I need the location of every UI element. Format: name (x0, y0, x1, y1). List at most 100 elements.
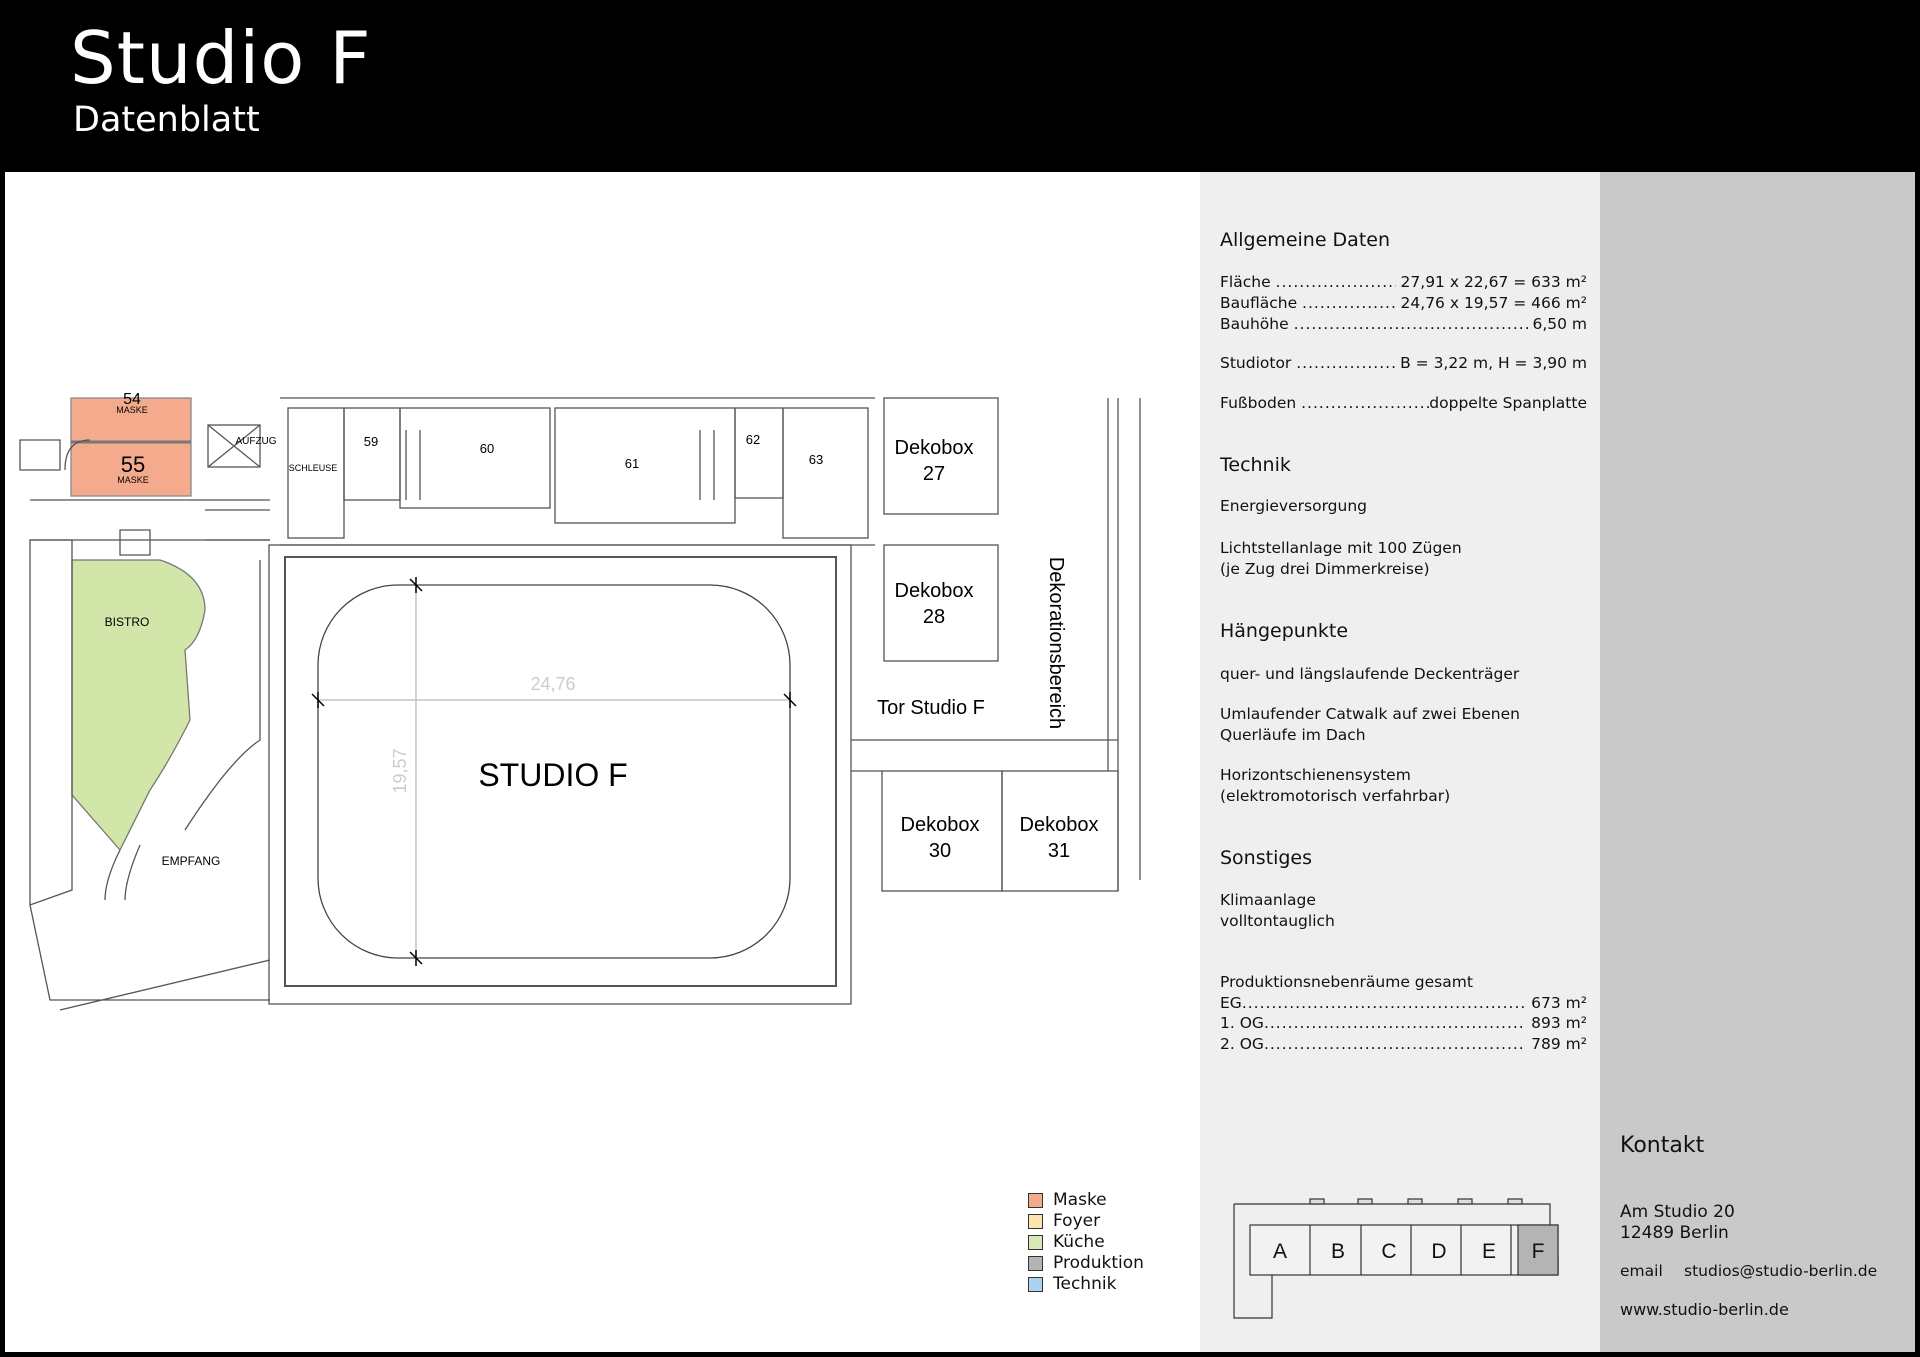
room-54-number: 54 (123, 391, 141, 408)
studio-label: STUDIO F (478, 757, 627, 793)
room-55-number: 55 (121, 452, 145, 477)
legend-label: Küche (1053, 1232, 1105, 1252)
row-label: 2. OG (1220, 1035, 1264, 1053)
row-label: Baufläche (1220, 294, 1298, 312)
dekobox-27-label: Dekobox (895, 437, 974, 459)
room-empfang: EMPFANG (162, 854, 221, 868)
contact-city: 12489 Berlin (1620, 1223, 1729, 1243)
row-label: Fläche (1220, 273, 1271, 291)
legend-label: Technik (1053, 1274, 1117, 1294)
legend-item-foyer: Foyer (1028, 1211, 1100, 1231)
studio-inner-wall (284, 556, 837, 987)
sonstiges-line: volltontauglich (1220, 912, 1335, 930)
row-flaeche: Fläche 27,91 x 22,67 = 633 m² (1220, 273, 1587, 291)
room-bistro: BISTRO (105, 615, 150, 629)
row-value: B = 3,22 m, H = 3,90 m (1400, 354, 1587, 372)
dekobox-28-number: 28 (923, 606, 945, 628)
heading-allgemein: Allgemeine Daten (1220, 229, 1391, 251)
dekobox-31-number: 31 (1048, 840, 1070, 862)
row-value: 673 m² (1531, 994, 1587, 1012)
studio-e: E (1482, 1240, 1496, 1263)
row-value: 6,50 m (1532, 315, 1587, 333)
technik-line: Energieversorgung (1220, 497, 1368, 515)
dekobox-31-label: Dekobox (1020, 814, 1099, 836)
room-61: 61 (625, 456, 639, 471)
studio-a: A (1273, 1240, 1287, 1263)
contact-email-link[interactable]: studios@studio-berlin.de (1684, 1262, 1878, 1280)
row-label: 1. OG (1220, 1014, 1264, 1032)
haengepunkte-line: (elektromotorisch verfahrbar) (1220, 787, 1451, 805)
cyclorama (317, 584, 791, 959)
row-value: 893 m² (1531, 1014, 1587, 1032)
legend-item-kueche: Küche (1028, 1232, 1105, 1252)
legend-swatch (1028, 1255, 1043, 1271)
dekobox-30-label: Dekobox (901, 814, 980, 836)
row-value: 789 m² (1531, 1035, 1587, 1053)
legend-swatch (1028, 1234, 1043, 1250)
legend-label: Produktion (1053, 1253, 1144, 1273)
studio-b: B (1331, 1240, 1345, 1263)
row-2og: 2. OG 789 m² (1220, 1035, 1587, 1053)
info-panel (1200, 172, 1600, 1352)
room-62: 62 (746, 432, 760, 447)
technik-line: Lichtstellanlage mit 100 Zügen (1220, 539, 1462, 557)
room-54-label: MASKE (116, 405, 148, 415)
technik-line: (je Zug drei Dimmerkreise) (1220, 560, 1430, 578)
studio-c: C (1381, 1240, 1396, 1263)
row-label: Fußboden (1220, 394, 1297, 412)
heading-sonstiges: Sonstiges (1220, 847, 1313, 869)
contact-web-link[interactable]: www.studio-berlin.de (1620, 1300, 1789, 1319)
haengepunkte-line: Umlaufender Catwalk auf zwei Ebenen (1220, 705, 1520, 723)
row-label: EG (1220, 994, 1242, 1012)
studio-site-map: A B C D E F (1233, 1198, 1559, 1319)
legend-swatch (1028, 1192, 1043, 1208)
dimension-width: 24,76 (530, 674, 575, 694)
row-label: Studiotor (1220, 354, 1292, 372)
dimension-depth: 19,57 (390, 748, 410, 793)
contact-heading: Kontakt (1620, 1133, 1705, 1158)
dekorationsbereich: Dekorationsbereich (1045, 557, 1067, 729)
dekobox-28-label: Dekobox (895, 580, 974, 602)
row-value: 27,91 x 22,67 = 633 m² (1400, 273, 1587, 291)
haengepunkte-line: quer- und längslaufende Deckenträger (1220, 665, 1520, 683)
legend-item-maske: Maske (1028, 1190, 1107, 1210)
studio-d: D (1431, 1240, 1446, 1263)
room-aufzug: AUFZUG (235, 436, 276, 447)
room-bistro (71, 559, 206, 852)
page-subtitle: Datenblatt (73, 100, 260, 140)
row-bauhoehe: Bauhöhe 6,50 m (1220, 315, 1587, 333)
row-value: 24,76 x 19,57 = 466 m² (1400, 294, 1587, 312)
room-59: 59 (364, 434, 378, 449)
contact-panel (1600, 172, 1915, 1352)
legend-item-technik: Technik (1028, 1274, 1116, 1294)
sonstiges-line: Klimaanlage (1220, 891, 1316, 909)
row-eg: EG 673 m² (1220, 994, 1587, 1012)
legend-label: Foyer (1053, 1211, 1101, 1231)
row-bauflaeche: Baufläche 24,76 x 19,57 = 466 m² (1220, 294, 1587, 312)
contact-street: Am Studio 20 (1620, 1202, 1735, 1222)
floor-plan-area (5, 172, 1200, 1352)
legend-swatch (1028, 1213, 1043, 1229)
studio-f-active: F (1532, 1240, 1545, 1263)
heading-technik: Technik (1220, 454, 1291, 476)
haengepunkte-line: Horizontschienensystem (1220, 766, 1411, 784)
haengepunkte-line: Querläufe im Dach (1220, 726, 1366, 744)
room-maske (70, 397, 192, 497)
room-60: 60 (480, 441, 494, 456)
row-value: doppelte Spanplatte (1429, 394, 1587, 412)
row-label: Bauhöhe (1220, 315, 1289, 333)
heading-haengepunkte: Hängepunkte (1220, 620, 1349, 642)
legend-swatch (1028, 1276, 1043, 1292)
tor-studio-f: Tor Studio F (877, 697, 985, 719)
room-55-label: MASKE (117, 475, 149, 485)
legend-label: Maske (1053, 1190, 1107, 1210)
room-schleuse: SCHLEUSE (289, 463, 338, 473)
row-fussboden: Fußboden doppelte Spanplatte (1220, 394, 1587, 412)
page-title: Studio F (70, 16, 372, 100)
dekobox-30-number: 30 (929, 840, 951, 862)
dekobox-27-number: 27 (923, 463, 945, 485)
room-63: 63 (809, 452, 823, 467)
row-1og: 1. OG 893 m² (1220, 1014, 1587, 1032)
contact-email-label: email (1620, 1262, 1663, 1280)
header: Studio F Datenblatt (0, 0, 1920, 172)
